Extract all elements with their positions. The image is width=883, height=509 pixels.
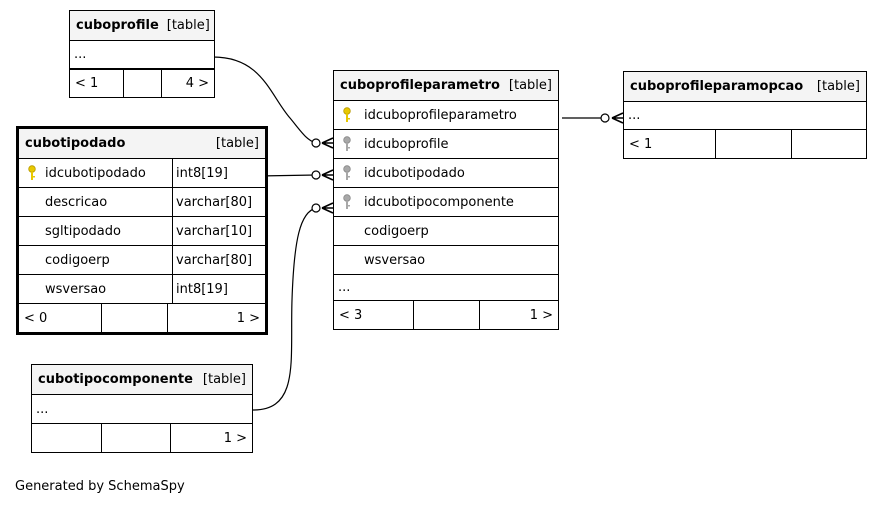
column-row: idcubotipodado int8[19] (19, 159, 265, 188)
ellipsis-text: ... (74, 47, 87, 62)
ellipsis-text: ... (36, 401, 49, 417)
column-name: wsversao (364, 252, 426, 268)
table-footer: < 0 1 > (19, 304, 265, 332)
crowfoot-icon (321, 137, 334, 149)
table-kind: [table] (202, 372, 246, 387)
key-spacer (334, 246, 360, 274)
crowfoot-icon (321, 202, 334, 214)
table-name: cubotipodado (25, 136, 126, 151)
column-row: sgltipodado varchar[10] (19, 217, 265, 246)
rows-count (715, 130, 791, 158)
table-footer: < 1 4 > (70, 69, 214, 97)
edge-cubotipocomponente (252, 207, 317, 411)
table-header: cuboprofileparametro [table] (334, 71, 558, 101)
column-row: wsversao int8[19] (19, 275, 265, 304)
table-cuboprofileparamopcao[interactable]: cuboprofileparamopcao [table] ... < 1 (623, 71, 867, 159)
parents-count: < 1 (75, 76, 99, 91)
edge-cuboprofile (212, 56, 317, 144)
children-count: 1 > (167, 304, 265, 332)
children-count: 4 > (161, 70, 214, 97)
children-count: 1 > (170, 424, 252, 452)
table-ellipsis-row: ... (624, 102, 866, 130)
table-ellipsis-row: ... (70, 41, 214, 69)
ellipsis-text: ... (628, 108, 641, 123)
rows-count (101, 424, 170, 452)
column-name: wsversao (19, 275, 173, 303)
column-type: varchar[10] (176, 223, 253, 239)
column-name: codigoerp (364, 223, 429, 239)
table-kind: [table] (508, 78, 552, 93)
crowfoot-icon (321, 169, 334, 181)
column-type: int8[19] (176, 281, 228, 297)
table-cubotipocomponente[interactable]: cubotipocomponente [table] ... 1 > (31, 364, 253, 453)
table-cuboprofileparametro[interactable]: cuboprofileparametro [table] idcuboprofi… (333, 70, 559, 330)
key-spacer (334, 217, 360, 245)
column-name: idcuboprofile (364, 136, 449, 152)
table-name: cuboprofileparametro (340, 78, 500, 93)
foreign-key-icon (334, 130, 360, 158)
optional-circle (311, 170, 321, 180)
foreign-key-icon (334, 159, 360, 187)
table-cuboprofile[interactable]: cuboprofile [table] ... < 1 4 > (69, 10, 215, 98)
table-name: cubotipocomponente (38, 372, 193, 387)
table-name: cuboprofile (76, 18, 159, 33)
ellipsis-text: ... (338, 280, 351, 295)
children-count (791, 130, 866, 158)
table-kind: [table] (166, 18, 210, 33)
table-footer: 1 > (32, 424, 252, 452)
primary-key-icon (334, 101, 360, 129)
table-header: cubotipodado [table] (19, 129, 265, 159)
column-name: idcuboprofileparametro (364, 107, 517, 123)
table-header: cubotipocomponente [table] (32, 365, 252, 395)
parents-count (32, 424, 101, 452)
column-row: codigoerp (334, 217, 558, 246)
column-name: idcubotipocomponente (364, 194, 514, 210)
column-name: descricao (19, 188, 173, 216)
table-footer: < 1 (624, 130, 866, 158)
optional-circle (311, 138, 321, 148)
optional-circle (311, 203, 321, 213)
table-kind: [table] (215, 136, 259, 151)
rows-count (101, 304, 167, 332)
column-row: codigoerp varchar[80] (19, 246, 265, 275)
children-count: 1 > (479, 301, 558, 329)
rows-count (123, 70, 161, 97)
parents-count: < 1 (629, 136, 653, 152)
table-header: cuboprofile [table] (70, 11, 214, 41)
table-ellipsis-row: ... (334, 275, 558, 301)
table-footer: < 3 1 > (334, 301, 558, 329)
column-name: sgltipodado (19, 217, 173, 245)
foreign-key-icon (334, 188, 360, 216)
column-name: idcubotipodado (364, 165, 465, 181)
rows-count (413, 301, 479, 329)
column-row: idcubotipodado (334, 159, 558, 188)
column-row: idcubotipocomponente (334, 188, 558, 217)
column-type: int8[19] (176, 165, 228, 181)
column-row: idcuboprofile (334, 130, 558, 159)
column-name: idcubotipodado (45, 165, 146, 181)
column-name: codigoerp (19, 246, 173, 274)
table-name: cuboprofileparamopcao (630, 79, 804, 94)
table-cubotipodado[interactable]: cubotipodado [table] idcubotipodado int8… (16, 126, 268, 335)
parents-count: < 0 (24, 310, 48, 326)
column-row: idcuboprofileparametro (334, 101, 558, 130)
table-header: cuboprofileparamopcao [table] (624, 72, 866, 102)
table-kind: [table] (816, 79, 860, 94)
generated-by-label: Generated by SchemaSpy (15, 479, 185, 494)
crowfoot-icon (611, 112, 624, 124)
optional-circle (600, 113, 610, 123)
column-type: varchar[80] (176, 252, 253, 268)
table-ellipsis-row: ... (32, 395, 252, 424)
parents-count: < 3 (339, 307, 363, 323)
column-row: wsversao (334, 246, 558, 275)
primary-key-icon (19, 159, 45, 187)
column-row: descricao varchar[80] (19, 188, 265, 217)
column-type: varchar[80] (176, 194, 253, 210)
